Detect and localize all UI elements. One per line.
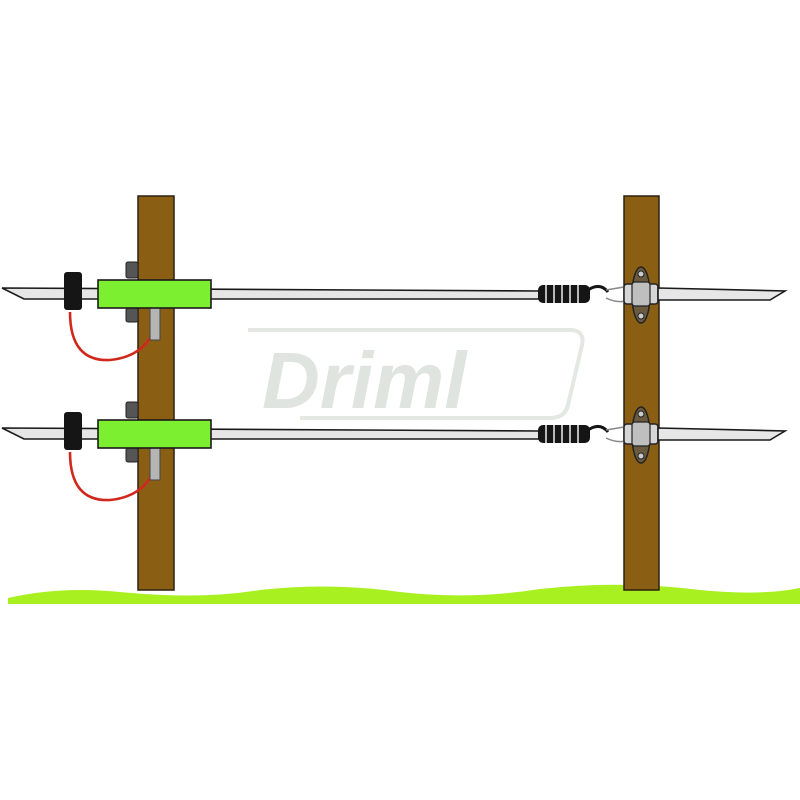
gate-tape <box>1 427 541 440</box>
gate-tape <box>1 287 541 300</box>
gate-bolt <box>125 307 139 323</box>
gate-bracket <box>149 445 161 481</box>
watermark-frame <box>248 328 585 420</box>
gate-handle <box>97 279 212 309</box>
fence-tape-right <box>657 427 788 441</box>
fence-row-bottom <box>1 401 788 502</box>
gate-bolt <box>125 447 139 463</box>
tape-grip-insulator <box>538 284 610 304</box>
right-post <box>623 195 660 591</box>
gate-bolt <box>125 401 139 419</box>
gate-bolt <box>125 261 139 279</box>
gate-hook-handle <box>64 272 82 310</box>
fence-tape-right <box>657 287 788 301</box>
fence-row-top <box>1 261 788 362</box>
gate-hook-handle <box>64 412 82 450</box>
watermark-text: Driml <box>262 336 468 425</box>
left-post <box>137 195 175 591</box>
post-insulator <box>623 266 659 324</box>
watermark: Driml <box>248 328 585 425</box>
tape-grip-insulator <box>538 424 610 444</box>
gate-bracket <box>149 305 161 341</box>
gate-handle <box>97 419 212 449</box>
post-insulator <box>623 406 659 464</box>
grass-ground <box>8 584 800 604</box>
